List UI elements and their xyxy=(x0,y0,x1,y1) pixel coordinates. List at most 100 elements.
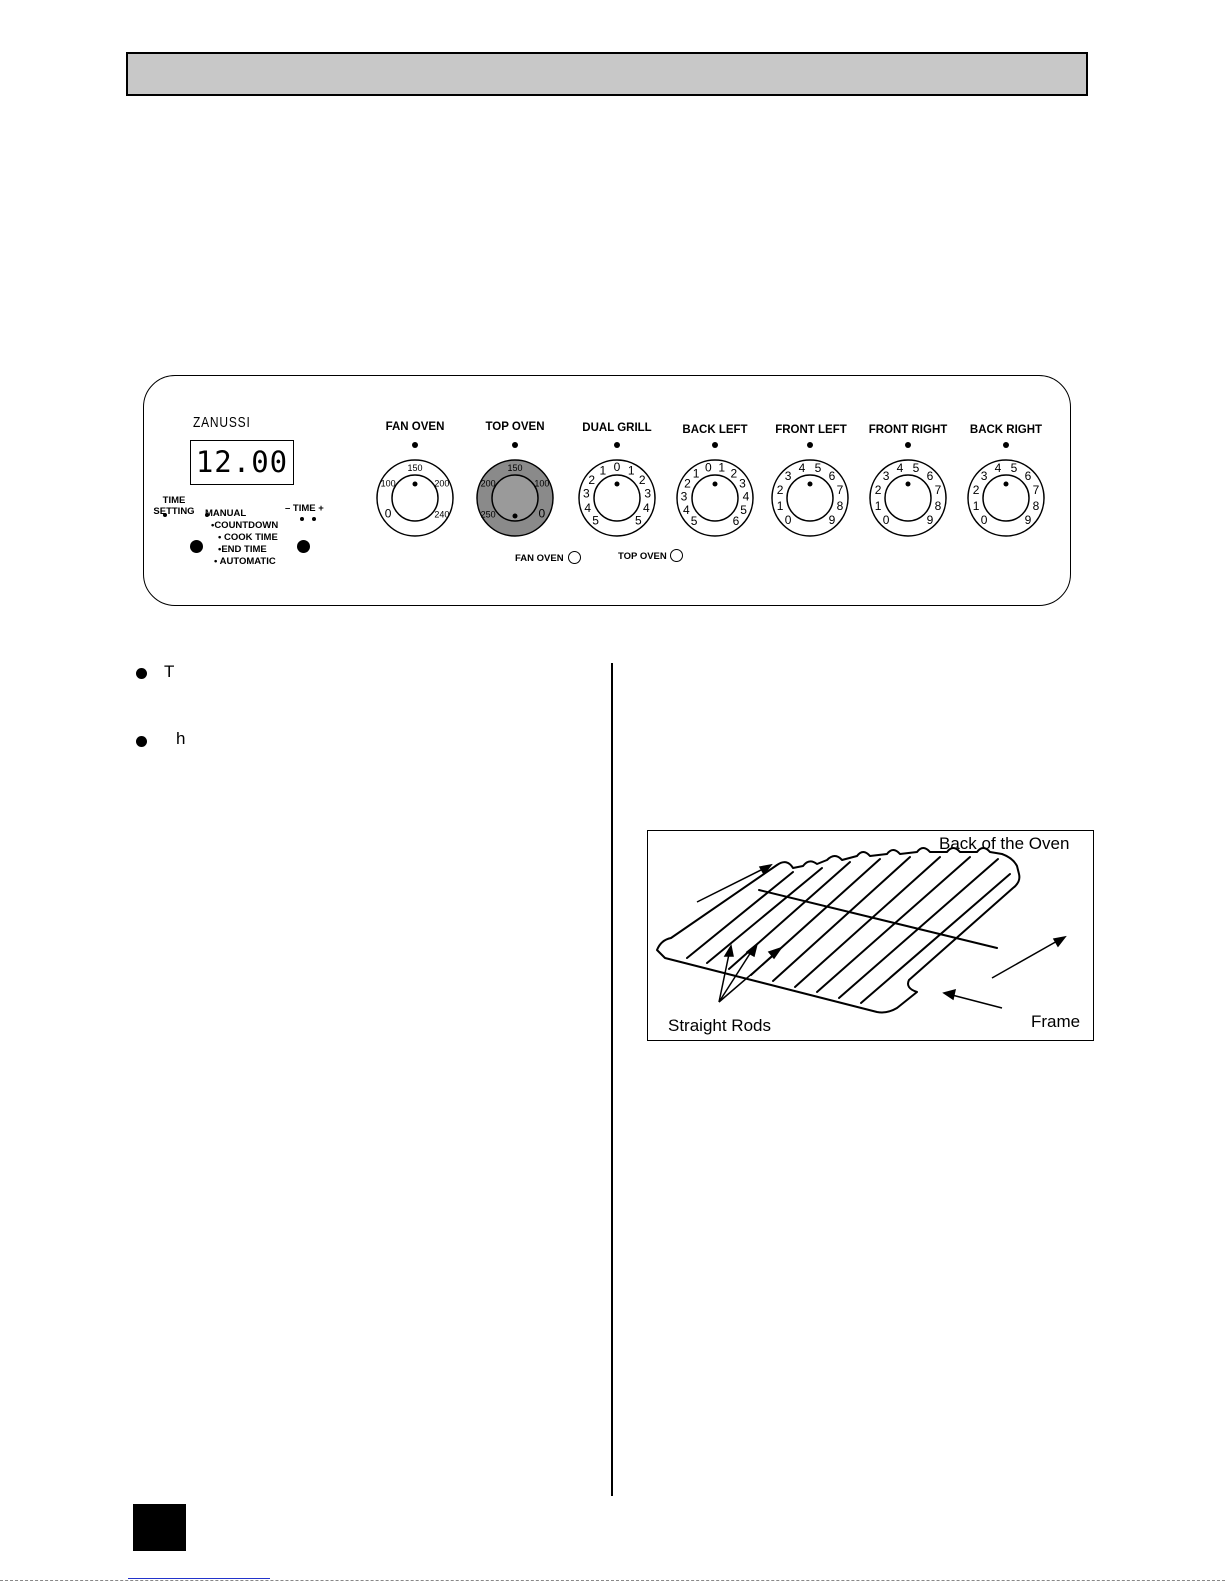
knob-dial-number: 0 xyxy=(705,461,712,475)
knob-pointer xyxy=(807,481,813,487)
knob-pointer xyxy=(712,481,718,487)
knob-dial-number: 6 xyxy=(733,514,740,528)
knob-dial-number: 3 xyxy=(785,469,792,483)
knob-dial-number: 5 xyxy=(740,503,747,517)
knob-body xyxy=(491,474,539,522)
knob-dial-number: 150 xyxy=(407,463,422,473)
indicator-dot xyxy=(312,517,316,521)
knob-dial-number: 1 xyxy=(777,499,784,513)
knob-body xyxy=(982,474,1030,522)
knob-dial-number: 6 xyxy=(927,469,934,483)
knob-dial-number: 1 xyxy=(718,461,725,475)
knob-title-top-oven: TOP OVEN xyxy=(485,421,545,433)
knob-body xyxy=(691,474,739,522)
oven-shelf-diagram xyxy=(647,830,1094,1041)
brand-logo-text: ZANUSSI xyxy=(193,414,251,431)
knob-dial-number: 200 xyxy=(434,479,449,489)
knob-dial-number: 100 xyxy=(534,479,549,489)
knob-dial-number: 1 xyxy=(973,499,980,513)
knob-dial-number: 3 xyxy=(739,477,746,491)
knob-dial-number: 5 xyxy=(691,514,698,528)
knob-dial-number: 5 xyxy=(635,513,642,527)
knob-dial-number: 7 xyxy=(1033,483,1040,497)
footer-link xyxy=(128,1578,270,1579)
knob-pointer xyxy=(1003,481,1009,487)
clock-display: 12.00 xyxy=(190,440,294,485)
knob-indicator-dot xyxy=(614,442,620,448)
knob-dial-number: 2 xyxy=(973,483,980,497)
knob-dial-number: 150 xyxy=(507,463,522,473)
knob-dial-number: 4 xyxy=(799,461,806,475)
knob-dial-number: 8 xyxy=(837,499,844,513)
knob-indicator-dot xyxy=(1003,442,1009,448)
knob-title-fan-oven: FAN OVEN xyxy=(385,421,445,433)
knob-dial-number: 4 xyxy=(743,490,750,504)
knob-dial-number: 0 xyxy=(385,507,392,521)
knob-dial-number: 9 xyxy=(927,513,934,527)
knob-dial-number: 200 xyxy=(481,479,496,489)
mode-manual: MANUAL xyxy=(205,508,247,519)
indicator-dot xyxy=(163,513,167,517)
top-oven-indicator-lamp xyxy=(670,549,683,562)
knob-dial-number: 2 xyxy=(731,466,738,480)
frame-label: Frame xyxy=(1031,1012,1081,1031)
knob-pointer xyxy=(905,481,911,487)
knob-dial-number: 0 xyxy=(785,513,792,527)
knob-dial-number: 5 xyxy=(1011,461,1018,475)
knob-dial-number: 3 xyxy=(883,469,890,483)
back-of-oven-label: Back of the Oven xyxy=(939,834,1070,853)
knob-body xyxy=(884,474,932,522)
knob-dial-number: 7 xyxy=(837,483,844,497)
knob-dial-number: 4 xyxy=(584,501,591,515)
knob-dial-number: 1 xyxy=(875,499,882,513)
knob-dial-number: 9 xyxy=(1025,513,1032,527)
knob-dial-number: 2 xyxy=(684,477,691,491)
knob-dial-number: 100 xyxy=(381,479,396,489)
knob-dial-number: 2 xyxy=(588,473,595,487)
straight-rods-label: Straight Rods xyxy=(668,1016,771,1035)
knob-dial-number: 0 xyxy=(539,507,546,521)
knob-pointer xyxy=(512,513,518,519)
page-number-box xyxy=(133,1504,186,1551)
knob-dial-number: 4 xyxy=(683,503,690,517)
knob-dial-number: 3 xyxy=(681,490,688,504)
knob-dial-number: 5 xyxy=(815,461,822,475)
footer-rule xyxy=(0,1580,1225,1581)
knob-dial-number: 5 xyxy=(913,461,920,475)
knob-dial-number: 250 xyxy=(481,510,496,520)
time-adjust-button[interactable] xyxy=(297,540,310,553)
oven-shelf-drawing xyxy=(656,847,1067,1014)
time-adjust-label: – TIME + xyxy=(285,503,324,514)
knob-indicator-dot xyxy=(807,442,813,448)
knob-dial-number: 0 xyxy=(981,513,988,527)
knob-body xyxy=(593,474,641,522)
knob-dial-number: 1 xyxy=(628,463,635,477)
indicator-dot xyxy=(300,517,304,521)
section-header-bar xyxy=(126,52,1088,96)
lamp-label-top-oven: TOP OVEN xyxy=(618,551,667,562)
knob-dial-number: 3 xyxy=(644,487,651,501)
knob-title-front-left: FRONT LEFT xyxy=(775,424,847,436)
knob-indicator-dot xyxy=(905,442,911,448)
knob-indicator-dot xyxy=(412,442,418,448)
knob-title-front-right: FRONT RIGHT xyxy=(868,424,948,436)
knob-indicator-dot xyxy=(712,442,718,448)
bullet-text-1: T xyxy=(164,662,175,681)
time-setting-button[interactable] xyxy=(190,540,203,553)
knob-body xyxy=(786,474,834,522)
knob-pointer xyxy=(412,481,418,487)
mode-automatic: • AUTOMATIC xyxy=(214,556,276,567)
indicator-dot xyxy=(205,513,209,517)
knob-dial-number: 4 xyxy=(995,461,1002,475)
knob-dial-number: 8 xyxy=(935,499,942,513)
knob-indicator-dot xyxy=(512,442,518,448)
bullet-icon xyxy=(136,668,147,679)
knob-dial-number: 3 xyxy=(583,487,590,501)
knob-title-back-left: BACK LEFT xyxy=(682,424,748,436)
knob-dial-number: 4 xyxy=(643,501,650,515)
column-divider xyxy=(611,663,613,1496)
knob-dial-number: 1 xyxy=(599,463,606,477)
knob-dial-number: 0 xyxy=(614,460,621,474)
knob-dial-number: 9 xyxy=(829,513,836,527)
